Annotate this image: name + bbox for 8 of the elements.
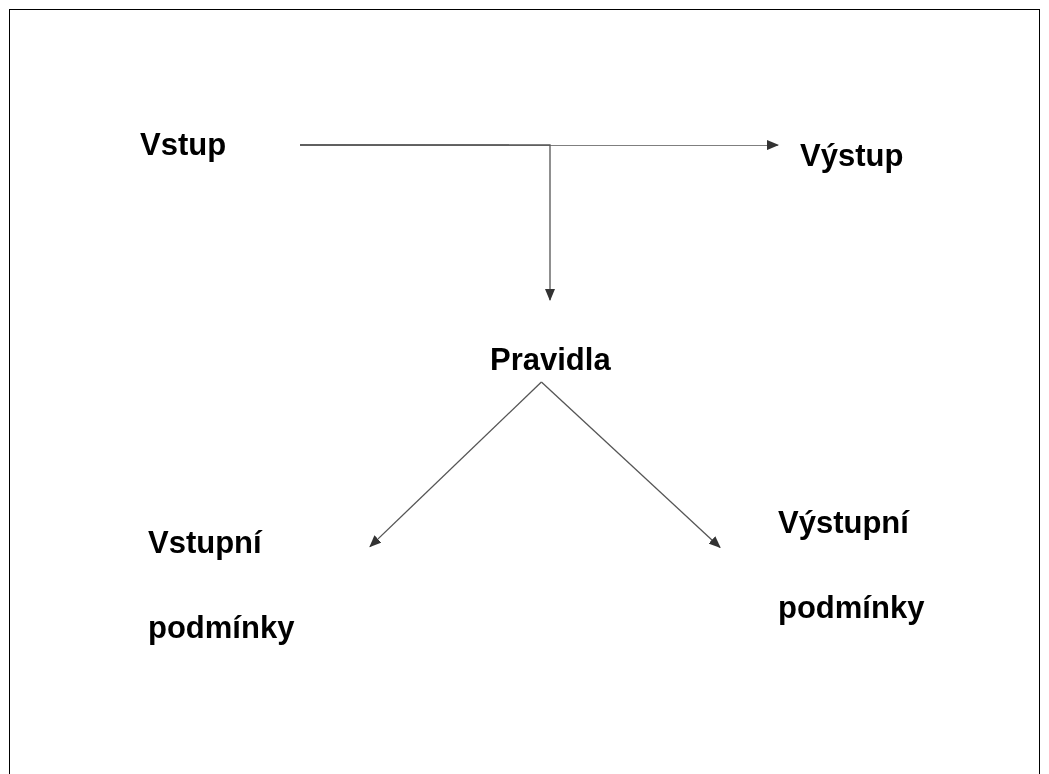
node-label: Výstup [800, 137, 904, 175]
node-label: Vstupní podmínky [148, 524, 296, 647]
arrow [299, 144, 555, 301]
node-label: Výstupní podmínky [778, 504, 926, 627]
node-label: Vstup [140, 126, 227, 164]
arrow [369, 381, 543, 548]
node-label: Pravidla [490, 341, 611, 379]
arrow [540, 381, 721, 549]
